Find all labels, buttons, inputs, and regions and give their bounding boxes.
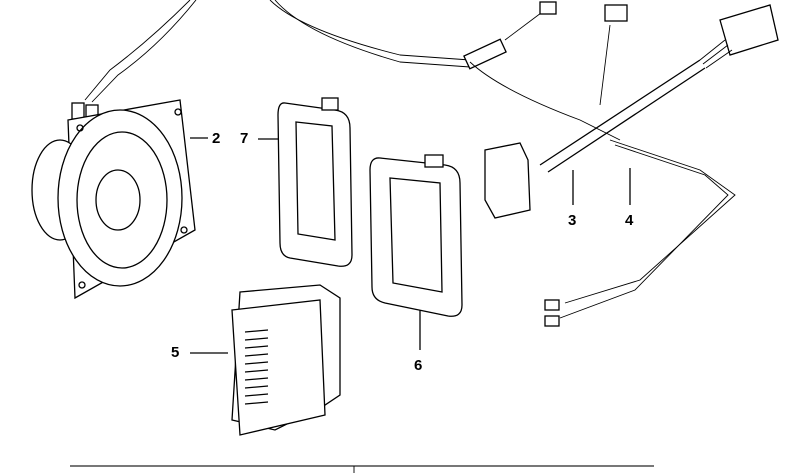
callout-4: 4 xyxy=(625,212,634,229)
callout-7: 7 xyxy=(240,130,249,147)
callout-3: 3 xyxy=(568,212,577,229)
grille-slots xyxy=(244,329,269,405)
wiring-harness xyxy=(269,0,779,219)
frame-large xyxy=(369,154,463,350)
speaker xyxy=(31,0,208,300)
callout-5: 5 xyxy=(171,344,180,361)
cable xyxy=(544,139,736,327)
frame-small xyxy=(258,97,353,267)
title-block-lines xyxy=(70,465,654,473)
callout-2: 2 xyxy=(212,130,221,147)
switch-cover xyxy=(190,284,341,436)
callout-6: 6 xyxy=(414,357,423,374)
